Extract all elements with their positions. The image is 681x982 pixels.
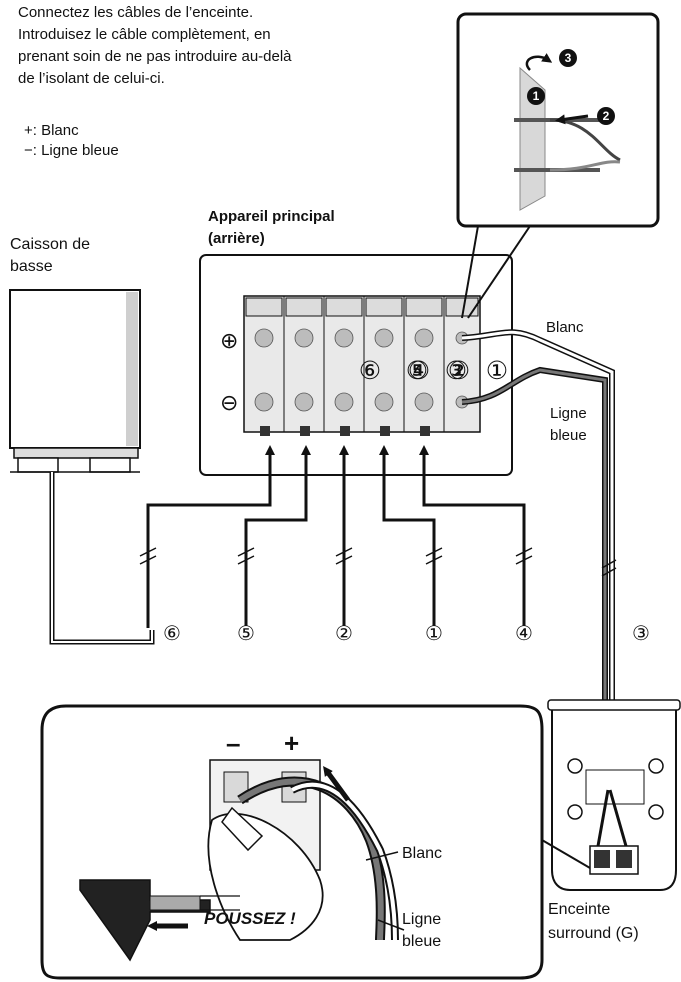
cable-number: ④ [515,623,533,645]
cable-number: ② [335,623,353,645]
main-unit-title-line1: Appareil principal [208,208,335,225]
subwoofer-illustration [9,289,141,473]
inset-label-blue-line2: bleue [402,933,441,950]
plus-terminal-sign: ⊕ [220,328,238,353]
main-unit-title: Appareil principal (arrière) [208,206,335,250]
instruction-line: Introduisez le câble complètement, en [18,26,271,43]
cable-number: ③ [632,623,650,645]
instruction-line: de l’isolant de celui-ci. [18,70,165,87]
legend-minus: −: Ligne bleue [24,142,119,159]
cable-break-marks [139,547,533,565]
subwoofer-label-line1: Caisson de [10,236,91,253]
push-label: POUSSEZ ! [204,909,296,928]
inset-step-3: 3 [565,51,572,65]
cable-number: ⑤ [237,623,255,645]
speaker-cables [146,445,526,628]
push-terminal-inset [40,704,591,980]
surround-cable [461,329,617,790]
cable-number: ① [425,623,443,645]
wire-label-blue-line1: Ligne [550,405,587,422]
minus-terminal-sign: ⊖ [220,390,238,415]
terminal-number: ② [448,357,470,385]
surround-speaker [547,699,681,891]
main-unit-title-line2: (arrière) [208,230,265,247]
terminal-number-overlap: ④ [408,357,430,385]
wire-label-blue-line2: bleue [550,427,587,444]
subwoofer-label-line2: basse [10,258,53,275]
legend-plus: +: Blanc [24,122,79,139]
instruction-line: prenant soin de ne pas introduire au-del… [18,48,292,65]
inset-step-1: 1 [533,89,540,103]
cable-number: ⑥ [163,623,181,645]
terminal-number: ① [486,357,508,385]
terminal-number: ⑥ [359,357,381,385]
terminal-number: ⑤ [406,357,428,385]
instructions: Connectez les câbles de l’enceinte. Intr… [18,2,292,90]
inset-label-white: Blanc [402,845,442,862]
subwoofer-cable [49,472,155,645]
inset-step-2: 2 [603,109,610,123]
terminal-detail-inset: 1 2 3 [456,12,660,319]
main-unit-panel [199,254,513,476]
terminal-number: ③ [445,357,467,385]
cable-numbers: ⑥ ⑤ ② ① ④ ③ [163,623,650,645]
subwoofer-label: Caisson de basse [10,234,90,278]
wire-label-white: Blanc [546,319,584,336]
inset-plus-sign: + [284,728,299,758]
instruction-line: Connectez les câbles de l’enceinte. [18,4,254,21]
surround-label-line2: surround (G) [548,925,639,942]
surround-label-line1: Enceinte [548,901,610,918]
inset-label-blue-line1: Ligne [402,911,441,928]
terminal-numbers: ⑥ ⑤ ④ ③ ② ① [359,357,508,385]
inset-minus-sign: – [226,728,240,758]
